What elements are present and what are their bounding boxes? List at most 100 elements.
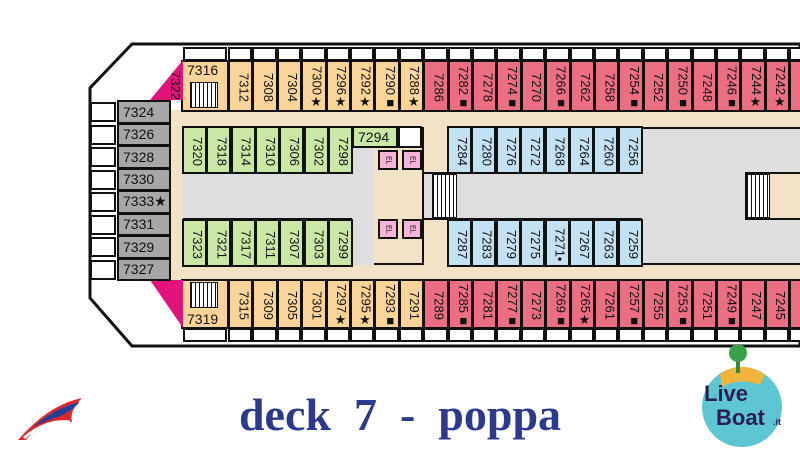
cabin-7324[interactable]: 7324 [117,100,171,124]
cabin-7321[interactable]: 7321 [206,219,232,267]
cabin-7242[interactable]: 7242★ [764,60,791,112]
cabin-7247[interactable]: 7247 [740,279,766,329]
cabin-7283[interactable]: 7283 [471,219,497,267]
cabin-7291[interactable]: 7291 [398,279,425,329]
cabin-7272[interactable]: 7272 [520,126,546,174]
balcony [569,328,594,342]
cabin-7254[interactable]: 7254■ [618,60,644,112]
cabin-7274[interactable]: 7274■ [496,60,522,112]
balcony [228,328,253,342]
cabin-7329[interactable]: 7329 [117,235,171,259]
cabin-7246[interactable]: 7246■ [716,60,742,112]
cabin-number: 7302 [311,137,327,166]
cabin-7276[interactable]: 7276 [495,126,521,174]
cabin-7296[interactable]: 7296★ [325,60,351,112]
cabin-7251[interactable]: 7251 [691,279,717,329]
cabin-number: 7329 [123,238,155,255]
cabin-7293[interactable]: 7293■ [374,279,400,329]
cabin-7320[interactable]: 7320 [182,126,207,174]
cabin-number: 7306 [287,137,303,166]
cabin-7314[interactable]: 7314 [230,126,256,174]
cabin-7245[interactable]: 7245 [764,279,791,329]
cabin-7317[interactable]: 7317 [230,219,256,267]
cabin-number: 7290■ [382,65,398,110]
cabin-7265[interactable]: 7265★ [569,279,595,329]
cabin-7253[interactable]: 7253■ [667,279,693,329]
cabin-7256[interactable]: 7256 [617,126,643,174]
cabin-7273[interactable]: 7273 [520,279,547,329]
cabin-7284[interactable]: 7284 [447,126,472,174]
cabin-number: 7324 [123,103,155,120]
cabin-7269[interactable]: 7269■ [545,279,571,329]
cabin-7301[interactable]: 7301 [301,279,327,329]
cabin-7300[interactable]: 7300★ [301,60,327,112]
cabin-7248[interactable]: 7248 [691,60,717,112]
balcony [667,328,692,342]
cabin-7250[interactable]: 7250■ [667,60,693,112]
cabin-7307[interactable]: 7307 [279,219,305,267]
cabin-7261[interactable]: 7261 [594,279,620,329]
cabin-number: 7262 [577,73,593,102]
cabin-7287[interactable]: 7287 [447,219,472,267]
cabin-7298[interactable]: 7298 [327,126,353,174]
cabin-7306[interactable]: 7306 [279,126,305,174]
cabin-7305[interactable]: 7305 [276,279,303,329]
cabin-7289[interactable]: 7289 [423,279,449,329]
cabin-7255[interactable]: 7255 [642,279,669,329]
window [90,169,116,190]
cabin-7271[interactable]: 7271• [544,219,570,267]
cabin-7290[interactable]: 7290■ [374,60,400,112]
cabin-7315[interactable]: 7315 [228,279,254,329]
cabin-7252[interactable]: 7252 [642,60,669,112]
cabin-7286[interactable]: 7286 [423,60,449,112]
cabin-7297[interactable]: 7297★ [325,279,351,329]
cabin-7275[interactable]: 7275 [520,219,546,267]
cabin-7299[interactable]: 7299 [327,219,353,267]
cabin-7277[interactable]: 7277■ [496,279,522,329]
carnival-logo [18,398,82,440]
cabin-7311[interactable]: 7311 [254,219,280,267]
cabin-number: 7272 [528,137,544,166]
cabin-7266[interactable]: 7266■ [545,60,571,112]
cabin-7282[interactable]: 7282■ [447,60,473,112]
cabin-7295[interactable]: 7295★ [350,279,376,329]
cabin-7278[interactable]: 7278 [472,60,498,112]
cabin-7280[interactable]: 7280 [471,126,497,174]
cabin-7326[interactable]: 7326 [117,122,171,146]
cabin-7330[interactable]: 7330 [117,167,171,191]
cabin-7292[interactable]: 7292★ [350,60,376,112]
cabin-7259[interactable]: 7259 [617,219,643,267]
cabin-7304[interactable]: 7304 [276,60,303,112]
cabin-7312[interactable]: 7312 [228,60,254,112]
cabin-7263[interactable]: 7263 [593,219,619,267]
cabin-7281[interactable]: 7281 [472,279,498,329]
cabin-7331[interactable]: 7331 [117,212,171,236]
cabin-7270[interactable]: 7270 [520,60,547,112]
cabin-7323[interactable]: 7323 [182,219,207,267]
cabin-7279[interactable]: 7279 [495,219,521,267]
cabin-7328[interactable]: 7328 [117,145,171,169]
cabin-7264[interactable]: 7264 [569,126,594,174]
cabin-7240[interactable]: 7240 [789,60,800,112]
cabin-7244[interactable]: 7244★ [740,60,766,112]
cabin-7267[interactable]: 7267 [569,219,594,267]
cabin-7285[interactable]: 7285■ [447,279,473,329]
cabin-7333[interactable]: 7333★ [117,190,171,214]
cabin-7249[interactable]: 7249■ [716,279,742,329]
cabin-7310[interactable]: 7310 [254,126,280,174]
cabin-7260[interactable]: 7260 [593,126,619,174]
cabin-7294[interactable]: 7294 [352,126,398,148]
cabin-7308[interactable]: 7308 [252,60,278,112]
cabin-7243[interactable]: 7243 [789,279,800,329]
cabin-7288[interactable]: 7288★ [398,60,425,112]
cabin-number: 7318 [214,137,230,166]
cabin-7327[interactable]: 7327 [117,257,171,281]
cabin-7303[interactable]: 7303 [303,219,329,267]
cabin-7268[interactable]: 7268 [544,126,570,174]
cabin-7258[interactable]: 7258 [594,60,620,112]
cabin-7302[interactable]: 7302 [303,126,329,174]
cabin-7309[interactable]: 7309 [252,279,278,329]
cabin-7257[interactable]: 7257■ [618,279,644,329]
cabin-7318[interactable]: 7318 [206,126,232,174]
cabin-7262[interactable]: 7262 [569,60,595,112]
